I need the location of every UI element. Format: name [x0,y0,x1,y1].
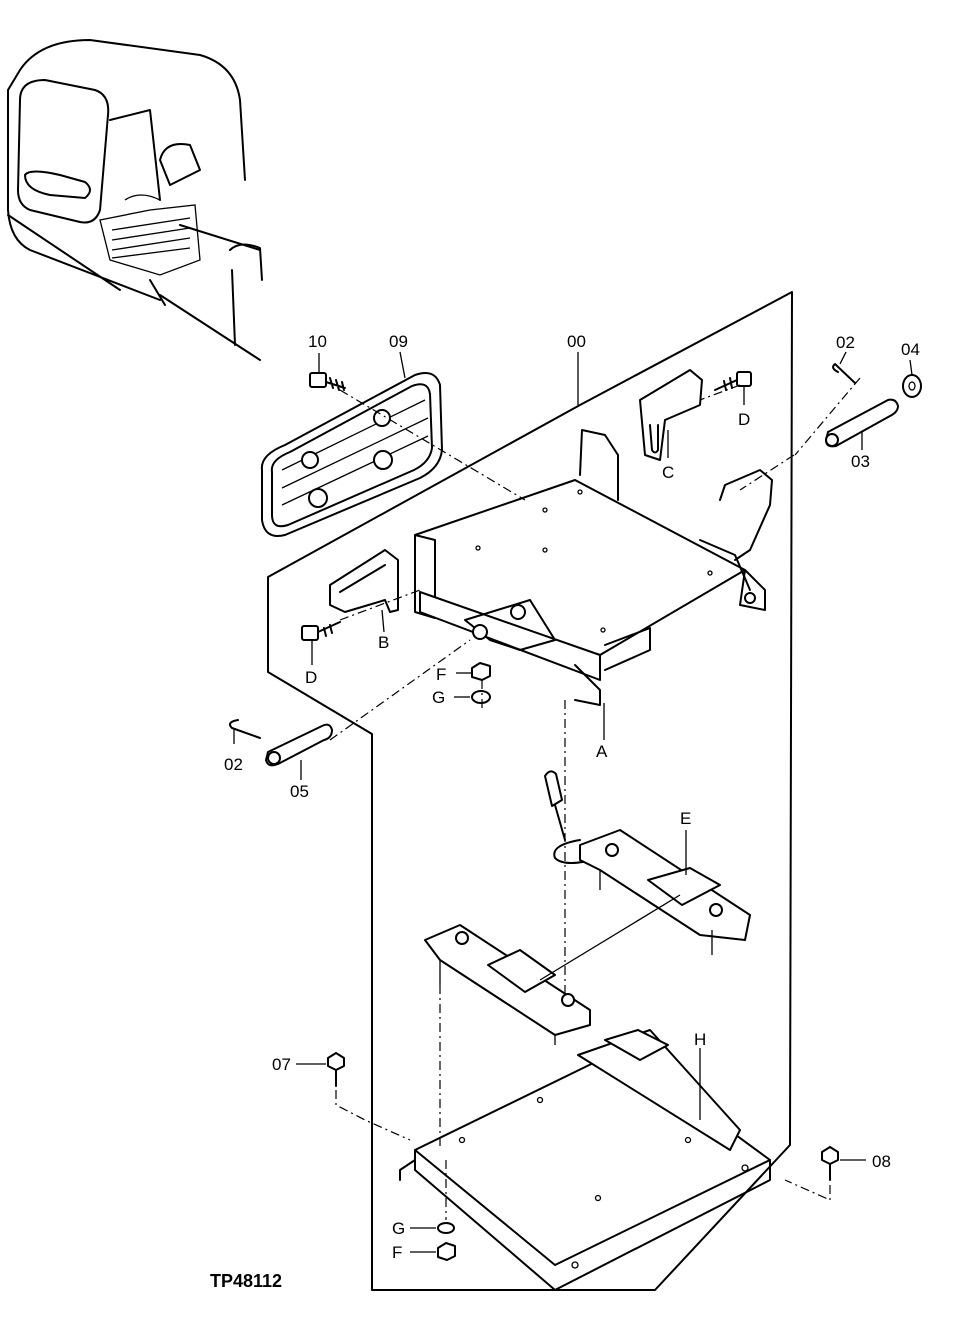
label-G-upper: G [432,688,445,707]
label-07: 07 [272,1055,291,1074]
slide-rail-lower [424,894,681,1045]
label-05: 05 [290,782,309,801]
bolt-D-left [301,621,341,665]
slide-rail-E [544,770,751,955]
nut-F-upper [471,662,491,681]
washer-G-lower [437,1222,455,1234]
label-02-right: 02 [836,333,855,352]
label-08: 08 [872,1152,891,1171]
cab-location-inset [7,39,263,361]
label-10: 10 [308,332,327,351]
nut-F-lower [437,1242,456,1261]
label-F-lower: F [392,1243,402,1262]
bolt-D-right [714,371,752,405]
washer-G-upper [471,690,491,704]
drawing-code: TP48112 [210,1271,282,1291]
label-03: 03 [851,452,870,471]
seat-bracket-A [414,429,773,706]
label-D-left: D [305,668,317,687]
label-F-upper: F [436,665,446,684]
label-09: 09 [389,332,408,351]
bolt-08 [821,1146,839,1181]
clip-02-right [832,363,856,384]
label-G-lower: G [392,1219,405,1238]
label-00: 00 [567,332,586,351]
washer-04 [902,374,922,398]
bolt-07 [327,1052,345,1087]
pin-05 [265,723,333,767]
label-C: C [662,463,674,482]
label-H: H [694,1030,706,1049]
label-D-right: D [738,410,750,429]
bracket-B [329,549,399,613]
assembly-lines [329,377,861,1220]
label-04: 04 [901,340,920,359]
callout-labels: 10 09 00 02 04 D 03 C B D F G 02 05 A E … [224,332,920,1262]
guard-plate-09 [260,372,443,537]
bracket-C [639,369,703,461]
bolt-10 [309,372,346,391]
label-02-left: 02 [224,755,243,774]
label-E: E [680,809,691,828]
leader-lines [233,351,913,1253]
assembly-frame-outline [267,291,793,1291]
label-B: B [378,633,389,652]
pin-03 [825,398,899,448]
label-A: A [596,742,608,761]
clip-02-left [229,719,261,739]
